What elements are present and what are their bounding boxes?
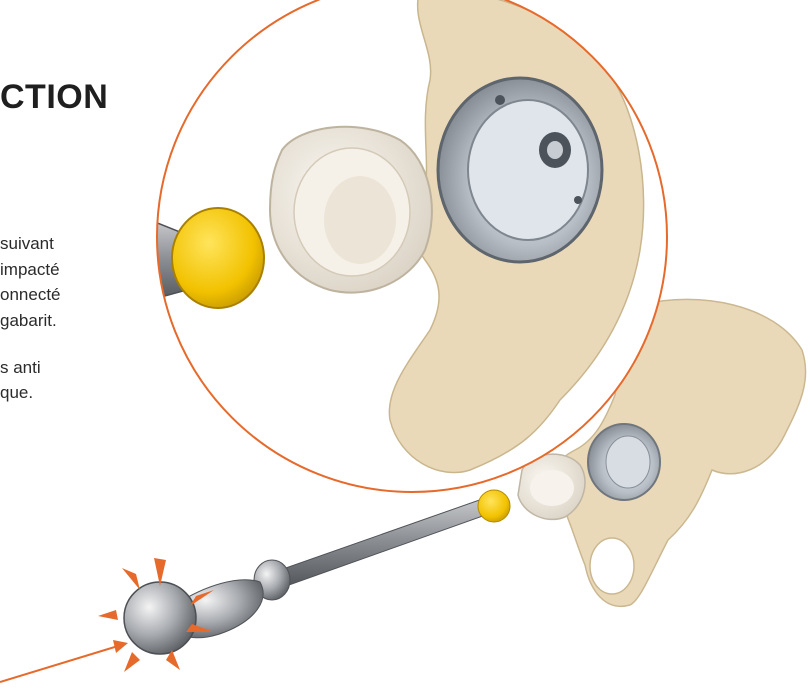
impactor-tool <box>124 490 510 654</box>
paragraph-line: suivant <box>0 232 54 256</box>
impact-arrow-icon <box>0 640 128 682</box>
zoom-detail <box>150 0 667 492</box>
acetabular-cup-zoomed <box>438 78 602 262</box>
paragraph-line: s anti <box>0 356 41 380</box>
paragraph-line: onnecté <box>0 283 61 307</box>
paragraph-line: gabarit. <box>0 309 57 333</box>
paragraph-line: impacté <box>0 258 60 282</box>
acetabular-cup-small <box>588 424 660 500</box>
liner-zoomed <box>270 127 432 293</box>
page-heading: CTION <box>0 78 108 117</box>
paragraph-line: que. <box>0 381 33 405</box>
